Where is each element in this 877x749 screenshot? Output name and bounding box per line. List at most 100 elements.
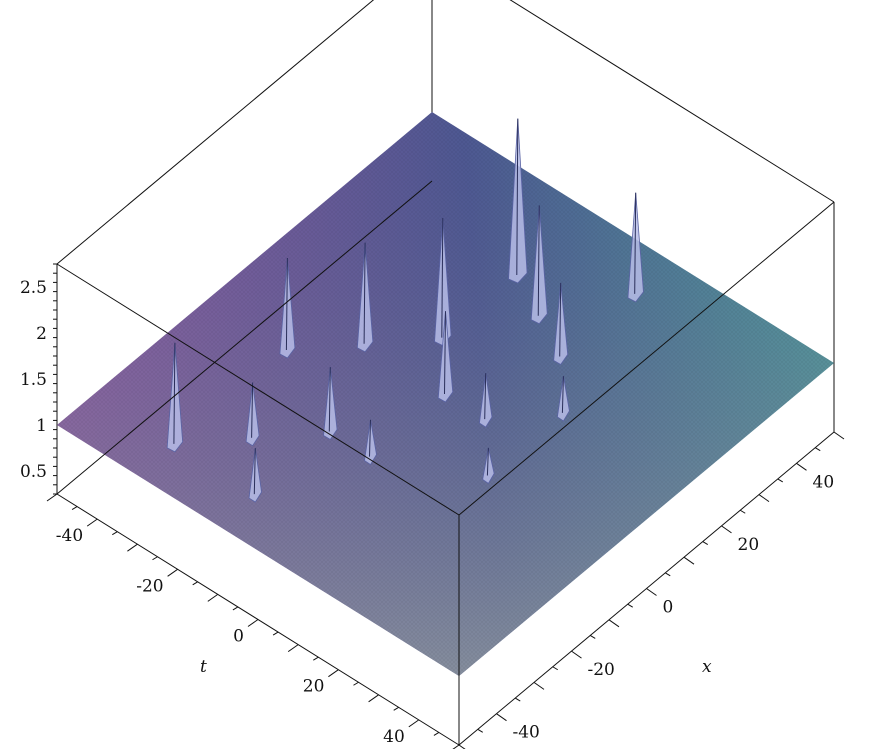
peak-body bbox=[434, 217, 452, 347]
peak-ridge bbox=[285, 257, 288, 351]
box-edge-back-0 bbox=[56, 0, 375, 265]
peak-ridge bbox=[369, 419, 371, 457]
peak-ridge bbox=[444, 311, 446, 395]
peak-8 bbox=[323, 367, 338, 441]
peak-body bbox=[356, 242, 374, 353]
x-tick bbox=[458, 744, 466, 749]
peak-ridge bbox=[251, 382, 254, 438]
peak-ridge bbox=[634, 192, 637, 294]
peak-ridge bbox=[561, 376, 564, 413]
peak-13 bbox=[248, 448, 262, 503]
peak-ridge bbox=[516, 118, 519, 276]
x-tick bbox=[589, 635, 596, 639]
t-tick bbox=[393, 706, 399, 711]
x-axis: -40 -20 0 20 40 bbox=[458, 431, 845, 749]
peak-1 bbox=[627, 192, 644, 303]
t-tick bbox=[112, 531, 118, 536]
peak-ridge bbox=[484, 373, 487, 420]
x-tick bbox=[777, 478, 784, 483]
t-tick bbox=[313, 656, 319, 661]
t-tick bbox=[192, 581, 198, 586]
peak-ridge bbox=[486, 447, 489, 476]
peak-body bbox=[437, 311, 454, 403]
peak-body bbox=[166, 342, 184, 453]
peak-body bbox=[323, 367, 338, 441]
peak-body bbox=[364, 419, 377, 466]
x-tick-label: -40 bbox=[513, 723, 540, 743]
x-tick bbox=[758, 494, 770, 503]
t-tick bbox=[247, 619, 259, 627]
x-tick-label: -20 bbox=[588, 660, 615, 680]
x-tick bbox=[533, 681, 545, 690]
t-tick-label: 40 bbox=[383, 727, 405, 747]
peak-4 bbox=[356, 242, 374, 353]
peak-6 bbox=[553, 282, 569, 366]
box-edge-front-5 bbox=[56, 180, 433, 495]
x-tick bbox=[477, 728, 484, 733]
peak-ridge bbox=[328, 367, 331, 432]
t-tick bbox=[127, 543, 138, 552]
t-tick bbox=[452, 744, 460, 749]
t-tick-label: 0 bbox=[233, 627, 244, 647]
t-tick bbox=[328, 669, 339, 678]
peak-15 bbox=[482, 447, 495, 485]
x-tick bbox=[627, 603, 634, 608]
peak-10 bbox=[166, 342, 184, 453]
x-tick-label: 20 bbox=[738, 535, 760, 555]
t-tick-label: -20 bbox=[136, 576, 163, 596]
x-tick bbox=[552, 666, 559, 671]
peak-3 bbox=[434, 217, 452, 347]
z-tick-label: 2 bbox=[36, 324, 47, 344]
x-tick bbox=[514, 697, 521, 702]
t-tick bbox=[368, 694, 379, 703]
peaks bbox=[166, 118, 644, 503]
peak-ridge bbox=[173, 342, 176, 444]
t-tick bbox=[167, 568, 178, 577]
peak-0 bbox=[508, 118, 528, 284]
peak-body bbox=[245, 382, 260, 447]
x-tick bbox=[571, 650, 582, 659]
x-axis-label: x bbox=[702, 657, 712, 677]
x-tick bbox=[814, 447, 821, 452]
peak-body bbox=[482, 447, 495, 485]
peak-5 bbox=[279, 257, 296, 359]
box-edge-back-1 bbox=[509, 0, 835, 203]
t-tick bbox=[433, 732, 440, 736]
x-tick-label: 0 bbox=[663, 598, 674, 618]
x-tick bbox=[608, 619, 620, 628]
peak-ridge bbox=[253, 448, 256, 495]
peak-body bbox=[279, 257, 296, 359]
peak-ridge bbox=[363, 242, 366, 344]
peak-9 bbox=[245, 382, 260, 447]
peak-body bbox=[248, 448, 262, 503]
t-tick bbox=[408, 719, 420, 728]
x-tick bbox=[721, 525, 732, 534]
x-tick bbox=[833, 431, 845, 440]
z-tick-label: 0.5 bbox=[20, 462, 47, 482]
x-tick-label: 40 bbox=[813, 472, 835, 492]
box-edge-front-3 bbox=[458, 201, 835, 516]
peak-7 bbox=[437, 311, 454, 403]
x-tick bbox=[496, 713, 507, 722]
peak-14 bbox=[556, 376, 570, 422]
peak-ridge bbox=[441, 217, 444, 338]
peak-ridge bbox=[537, 205, 540, 316]
x-tick bbox=[664, 572, 671, 577]
z-tick-label: 2.5 bbox=[20, 278, 47, 298]
x-tick bbox=[796, 462, 807, 471]
bounding-box-front bbox=[56, 180, 835, 746]
t-tick-label: -40 bbox=[56, 526, 83, 546]
t-tick bbox=[272, 631, 279, 636]
t-tick bbox=[86, 518, 98, 527]
peak-12 bbox=[364, 419, 377, 466]
x-tick bbox=[646, 588, 657, 596]
z-tick-label: 1.5 bbox=[20, 370, 47, 390]
t-tick bbox=[353, 681, 359, 686]
t-tick bbox=[152, 556, 158, 561]
peak-body bbox=[479, 373, 493, 428]
peak-body bbox=[627, 192, 644, 303]
z-tick-label: 1 bbox=[36, 416, 47, 436]
peak-body bbox=[553, 282, 569, 366]
